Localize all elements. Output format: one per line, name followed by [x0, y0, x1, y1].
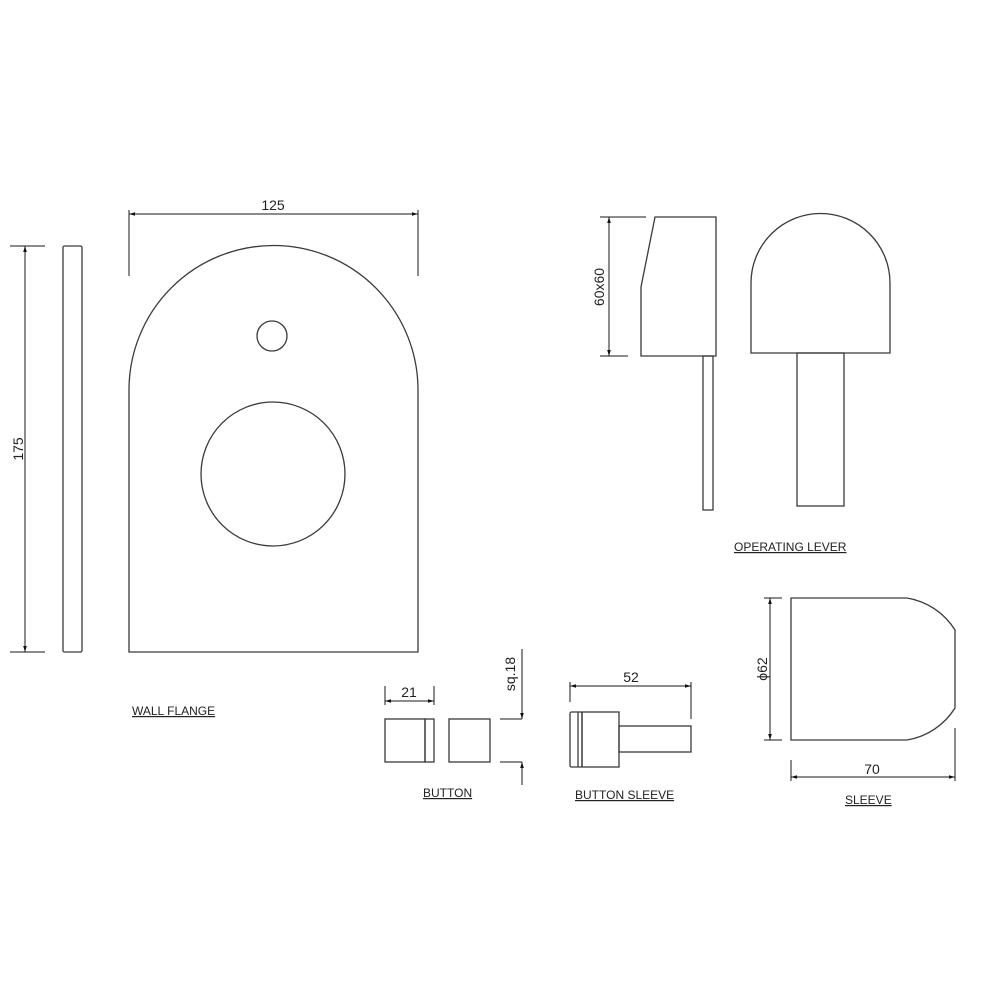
- button-end-view: [448, 718, 491, 763]
- button-square-label: sq.18: [502, 657, 518, 691]
- sleeve-diameter-label: ϕ62: [754, 657, 770, 681]
- flange-small-hole: [256, 320, 288, 352]
- wall-flange-label: WALL FLANGE: [132, 704, 215, 718]
- wall-flange-height-label: 175: [10, 437, 26, 461]
- button-sleeve-label: BUTTON SLEEVE: [575, 788, 674, 802]
- wall-flange-width-label: 125: [261, 197, 285, 213]
- lever-size-label: 60x60: [591, 268, 607, 306]
- wall-flange-width-dimension: 125: [128, 197, 419, 276]
- lever-side-view: [640, 216, 717, 511]
- lever-size-dimension: 60x60: [591, 216, 646, 357]
- wall-flange-height-dimension: 175: [10, 245, 45, 653]
- sleeve-length-label: 70: [864, 761, 880, 777]
- button-sleeve-view: [569, 711, 692, 768]
- sleeve-view: [790, 597, 956, 741]
- sleeve-diameter-dimension: ϕ62: [754, 597, 782, 741]
- button-length-label: 21: [401, 684, 417, 700]
- operating-lever-label: OPERATING LEVER: [734, 540, 847, 554]
- wall-flange-front-view: [128, 244, 419, 653]
- button-sleeve-length-label: 52: [623, 669, 639, 685]
- button-square-dimension: sq.18: [500, 649, 524, 785]
- lever-front-view: [750, 212, 891, 507]
- button-length-dimension: 21: [384, 684, 435, 705]
- wall-flange-side-view: [62, 245, 83, 653]
- button-label: BUTTON: [423, 786, 472, 800]
- sleeve-length-dimension: 70: [790, 728, 956, 781]
- button-sleeve-length-dimension: 52: [569, 669, 692, 719]
- sleeve-label: SLEEVE: [845, 793, 892, 807]
- button-side-view: [384, 718, 435, 763]
- flange-large-hole: [200, 401, 346, 547]
